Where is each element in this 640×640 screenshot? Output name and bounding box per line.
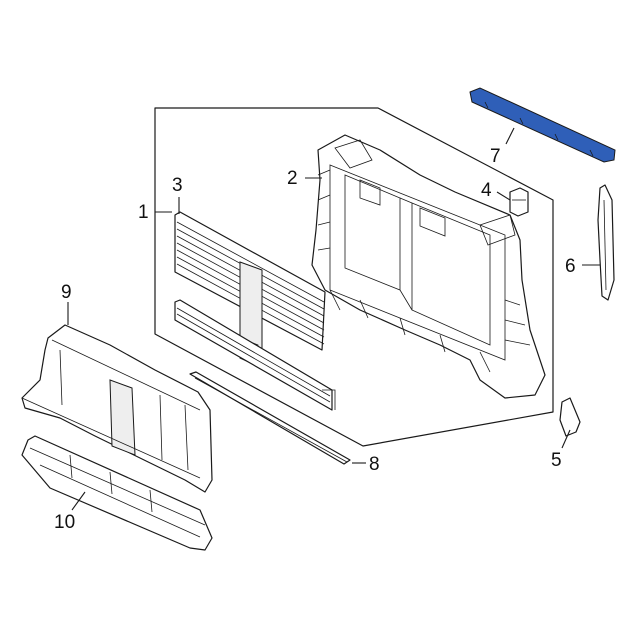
- part-clip-5[interactable]: [559, 397, 581, 437]
- leader-4: [496, 191, 511, 201]
- part-lower-seal[interactable]: [189, 371, 351, 465]
- part-air-guide[interactable]: [21, 324, 213, 493]
- callout-4: 4: [481, 180, 492, 201]
- part-side-deflector[interactable]: [597, 184, 615, 301]
- part-bracket-4[interactable]: [509, 187, 529, 217]
- callout-3: 3: [172, 175, 183, 196]
- callout-6: 6: [565, 256, 576, 277]
- assembly-outline: [154, 107, 554, 447]
- leader-7: [505, 127, 515, 145]
- callout-10: 10: [54, 512, 75, 533]
- part-lower-shutter[interactable]: [174, 299, 336, 411]
- callout-8: 8: [369, 454, 380, 475]
- callout-7: 7: [490, 146, 501, 167]
- part-upper-seal-highlighted[interactable]: [469, 87, 616, 163]
- callout-1: 1: [138, 202, 149, 223]
- part-lower-air-guide[interactable]: [21, 435, 213, 551]
- callout-9: 9: [61, 282, 72, 303]
- callout-2: 2: [287, 168, 298, 189]
- leader-5: [561, 429, 571, 449]
- leader-10: [71, 491, 86, 511]
- callout-5: 5: [551, 450, 562, 471]
- part-radiator-support[interactable]: [311, 134, 546, 399]
